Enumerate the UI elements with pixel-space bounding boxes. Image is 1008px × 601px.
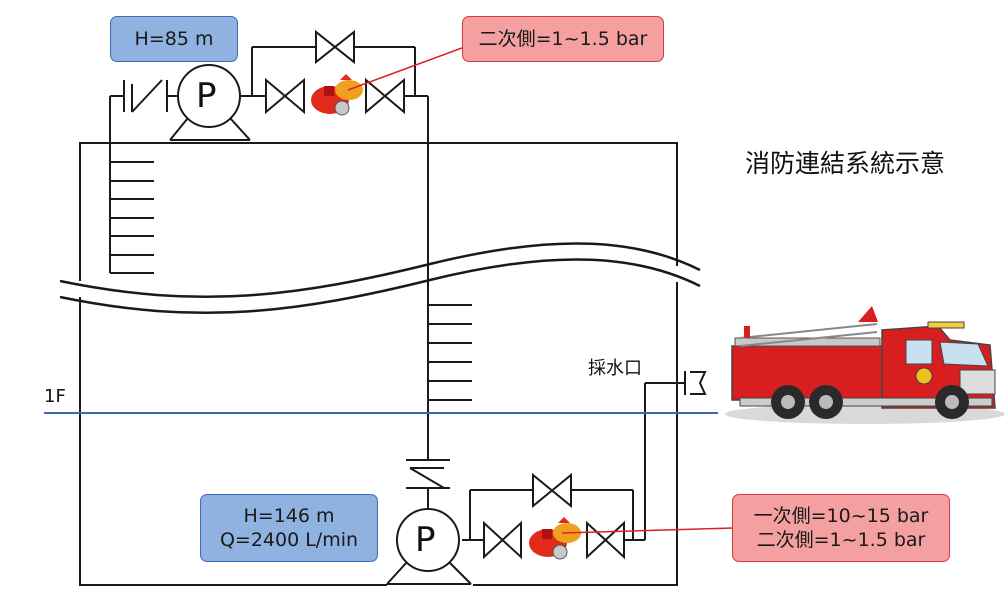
upper-leader-line (347, 44, 471, 91)
diagram-title: 消防連結系統示意 (745, 149, 946, 178)
upper-pressure-reducing-valve-icon (311, 74, 363, 116)
upper-piping (110, 46, 428, 97)
upper-pump-letter: P (196, 76, 217, 116)
upper-check-valve-symbol (123, 79, 168, 113)
break-lines (59, 242, 701, 315)
lower-pump-info-label: H=146 m Q=2400 L/min (200, 494, 378, 562)
lower-piping (427, 382, 685, 541)
fire-truck-icon (725, 306, 1005, 424)
central-riser (427, 96, 472, 460)
inlet-connection-icon (684, 371, 707, 395)
lower-pump-head-text: H=146 m (243, 505, 335, 527)
lower-valve-secondary-text: 二次側=1~1.5 bar (756, 529, 926, 551)
lower-pressure-reducing-valve-icon (529, 517, 581, 560)
left-riser (109, 96, 154, 274)
upper-pump-symbol (169, 64, 251, 141)
lower-check-valve-symbol (406, 459, 450, 489)
upper-pump-head-text: H=85 m (134, 28, 214, 50)
floor-label: 1F (44, 386, 66, 407)
lower-pump-flow-text: Q=2400 L/min (219, 529, 359, 551)
upper-valve-note-text: 二次側=1~1.5 bar (478, 28, 648, 50)
upper-gate-valves (265, 29, 405, 115)
upper-valve-note: 二次側=1~1.5 bar (462, 16, 664, 62)
inlet-label: 採水口 (588, 358, 642, 379)
upper-pump-head-label: H=85 m (110, 16, 238, 62)
lower-pump-letter: P (415, 520, 436, 560)
lower-pump-symbol (386, 508, 472, 585)
lower-leader-line (561, 527, 734, 534)
lower-valve-note: 一次側=10~15 bar 二次側=1~1.5 bar (732, 494, 950, 562)
lower-valve-primary-text: 一次側=10~15 bar (753, 505, 929, 527)
